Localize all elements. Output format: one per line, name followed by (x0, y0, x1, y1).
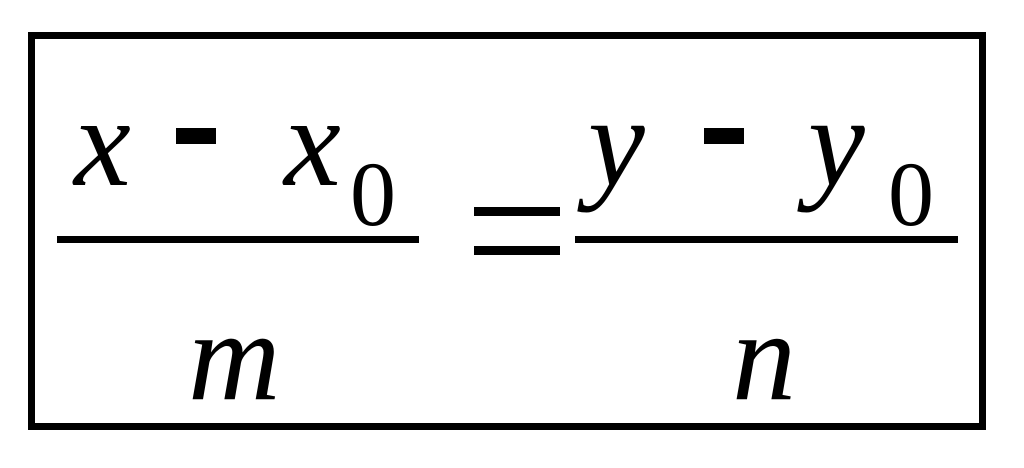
left-numerator-subscript-0: 0 (350, 143, 396, 245)
left-numerator-x: x (74, 71, 131, 213)
equals-sign-bottom (474, 246, 560, 255)
right-numerator-minus (704, 128, 744, 144)
right-op-text: - (0, 0, 1, 1)
left-fraction-bar (57, 236, 419, 243)
equation-frame (28, 32, 986, 430)
right-denominator-n: n (732, 285, 796, 427)
left-denominator-m: m (188, 285, 281, 427)
right-numerator-subscript-0: 0 (888, 143, 934, 245)
equals-sign-top (474, 207, 560, 216)
right-numerator-y0: y (808, 71, 865, 213)
left-numerator-x0: x (284, 71, 341, 213)
right-numerator-y: y (588, 71, 645, 213)
right-fraction-bar (575, 236, 958, 243)
left-numerator-minus (176, 128, 216, 144)
